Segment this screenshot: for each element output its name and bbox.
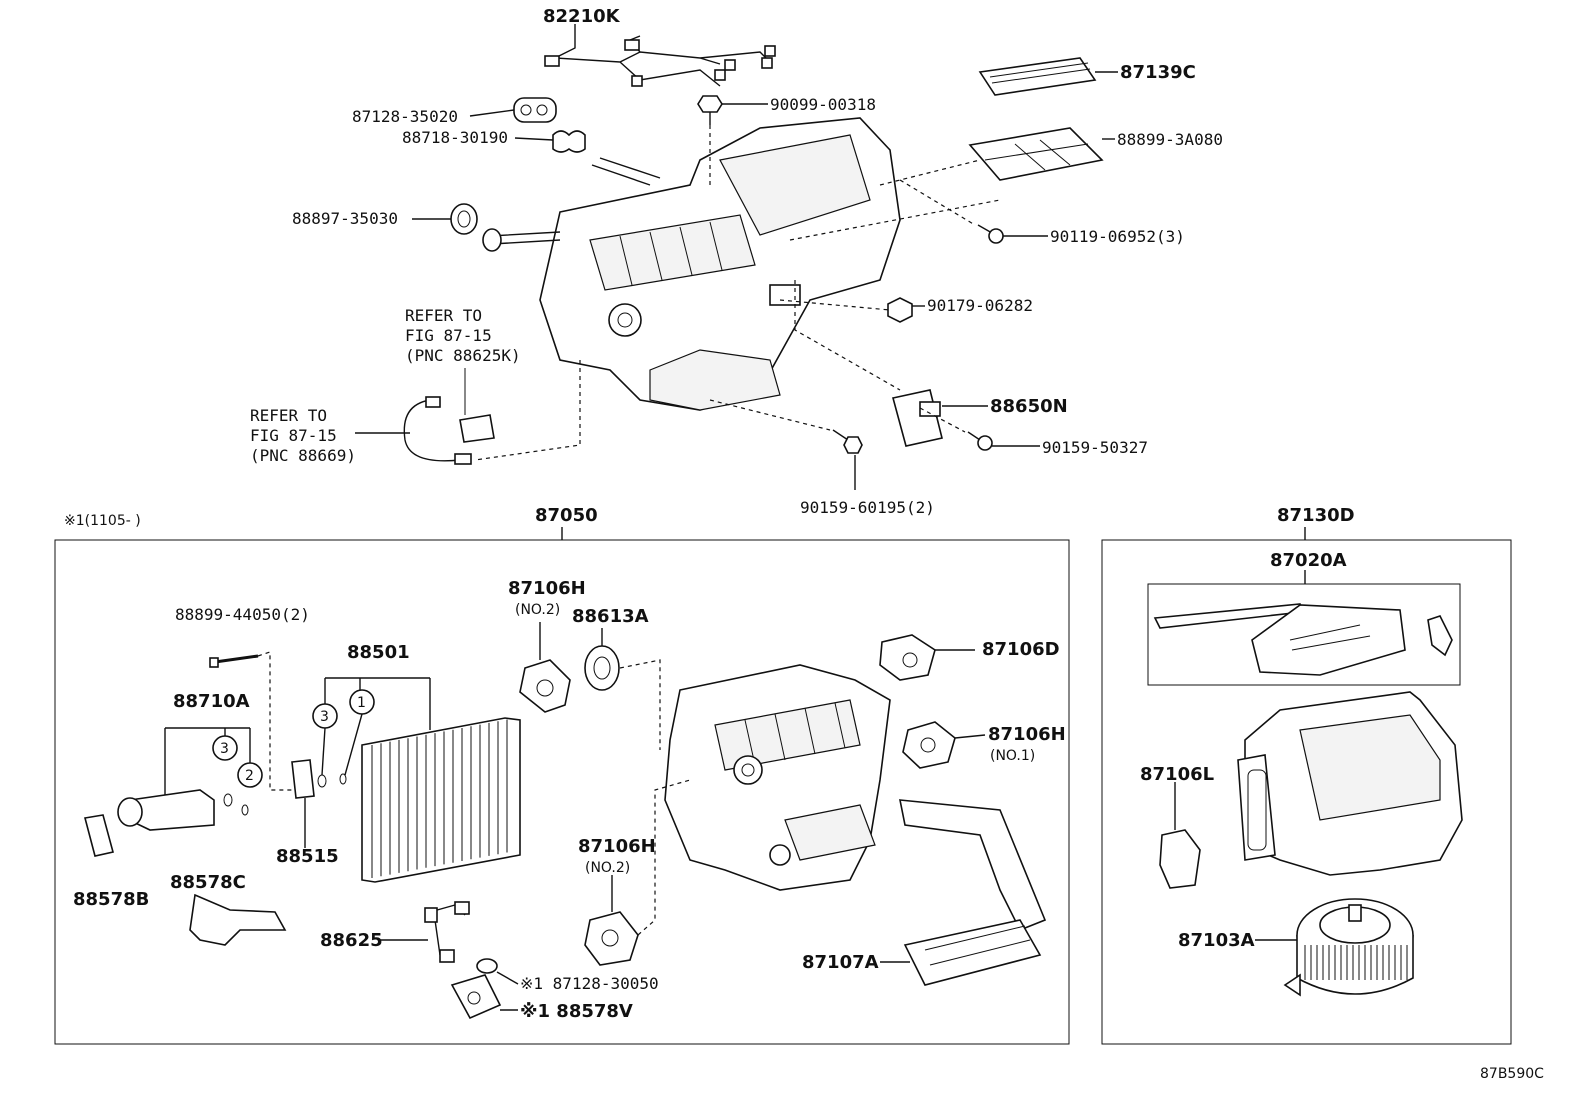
label-90159-60195: 90159-60195(2) (800, 498, 935, 517)
circle-ref-2: 2 (245, 768, 254, 784)
pad-88578B (84, 814, 114, 857)
label-88613A: 88613A (572, 606, 649, 627)
gear-88613A (584, 628, 661, 750)
label-90179-06282: 90179-06282 (927, 296, 1033, 315)
screw-90119-06952 (977, 224, 1004, 244)
label-90119-06952: 90119-06952(3) (1050, 227, 1185, 246)
heater-case-87050 (664, 664, 891, 891)
label-87130D: 87130D (1277, 505, 1355, 526)
evaporator-88501 (312, 677, 521, 883)
label-87020A: 87020A (1270, 550, 1347, 571)
label-87139C: 87139C (1120, 62, 1196, 83)
top-dashed-lines (474, 125, 1001, 461)
servo-87106D (879, 634, 975, 681)
wire-harness-82210K (544, 30, 776, 87)
case-87020A (1153, 603, 1453, 676)
label-82210K: 82210K (543, 6, 621, 27)
label-88515: 88515 (276, 846, 339, 867)
bolt-90099-00318 (697, 95, 723, 125)
seal-88897-35030 (450, 203, 478, 235)
servo-87106H-no2-top (519, 622, 571, 713)
label-88578C: 88578C (170, 872, 246, 893)
servo-87106H-no1 (902, 721, 986, 769)
grommet-87128-35020 (513, 97, 557, 123)
insulator-88578C (189, 893, 287, 946)
label-88578V: ※1 88578V (520, 1001, 633, 1022)
tube-88710A (117, 727, 263, 831)
top-assembly (355, 24, 1118, 490)
label-87106H-low-sub: (NO.2) (585, 860, 630, 876)
grommet-87128-30050 (476, 958, 519, 985)
circle-refs: 1 3 3 2 (220, 695, 366, 784)
label-88718-30190: 88718-30190 (402, 128, 508, 147)
refer-line-1a: REFER TO (405, 306, 482, 325)
box-87130D: 87130D 87020A (1101, 505, 1512, 1045)
label-87106D: 87106D (982, 639, 1060, 660)
label-87106H-top-sub: (NO.2) (515, 602, 560, 618)
screw-90159-50327 (967, 431, 993, 451)
filter-case-88899-3A080 (968, 127, 1104, 181)
nut-90179-06282 (887, 297, 913, 323)
blower-case-87130D (1237, 691, 1463, 876)
filter-87139C (978, 57, 1097, 96)
label-87106L: 87106L (1140, 764, 1214, 785)
label-88897-35030: 88897-35030 (292, 209, 398, 228)
label-87106H-low: 87106H (578, 836, 656, 857)
refer-line-2c: (PNC 88669) (250, 446, 356, 465)
label-87107A: 87107A (802, 952, 879, 973)
heater-unit-assembly (482, 117, 901, 411)
seal-88578V (450, 974, 518, 1020)
label-90099-00318: 90099-00318 (770, 95, 876, 114)
label-90159-50327: 90159-50327 (1042, 438, 1148, 457)
bolt-88899-44050 (209, 651, 300, 791)
circle-ref-3a: 3 (320, 709, 329, 725)
frame-87130D (1101, 539, 1512, 1045)
heater-core-87107A (880, 799, 1047, 986)
frame-87020A (1147, 583, 1461, 686)
label-88899-3A080: 88899-3A080 (1117, 130, 1223, 149)
label-88899-44050: 88899-44050(2) (175, 605, 310, 624)
circle-ref-3b: 3 (220, 741, 229, 757)
amplifier-88650N (892, 389, 943, 447)
label-87106H-no1: 87106H (988, 724, 1066, 745)
label-87103A: 87103A (1178, 930, 1255, 951)
box-87050: ※1(1105- ) 87050 (54, 505, 1070, 1045)
circle-ref-1: 1 (357, 695, 366, 711)
label-87050: 87050 (535, 505, 598, 526)
label-88578B: 88578B (73, 889, 149, 910)
diagram-id: 87B590C (1480, 1066, 1544, 1082)
note-range: ※1(1105- ) (64, 513, 141, 529)
top-labels: 82210K 87128-35020 88718-30190 88897-350… (250, 6, 1223, 517)
label-88625: 88625 (320, 930, 383, 951)
label-88501: 88501 (347, 642, 410, 663)
connector-88625K (459, 368, 495, 443)
blower-motor-87103A (1255, 898, 1414, 997)
refer-line-1c: (PNC 88625K) (405, 346, 521, 365)
servo-87106L (1159, 782, 1201, 889)
top-leaders (355, 24, 1118, 490)
frame-87050 (54, 539, 1070, 1045)
refer-line-2a: REFER TO (250, 406, 327, 425)
label-87106H-top: 87106H (508, 578, 586, 599)
servo-87106H-no2-low (584, 779, 691, 966)
expansion-valve-88515 (291, 759, 315, 848)
label-88710A: 88710A (173, 691, 250, 712)
refer-line-1b: FIG 87-15 (405, 326, 492, 345)
refer-line-2b: FIG 87-15 (250, 426, 337, 445)
sensor-88625 (380, 901, 470, 963)
label-87128-30050: ※1 87128-30050 (520, 974, 659, 993)
label-87106H-no1-sub: (NO.1) (990, 748, 1035, 764)
label-88650N: 88650N (990, 396, 1068, 417)
screw-90159-60195 (832, 429, 863, 454)
label-87128-35020: 87128-35020 (352, 107, 458, 126)
harness-88669 (403, 396, 472, 465)
clamp-88718-30190 (552, 130, 586, 153)
